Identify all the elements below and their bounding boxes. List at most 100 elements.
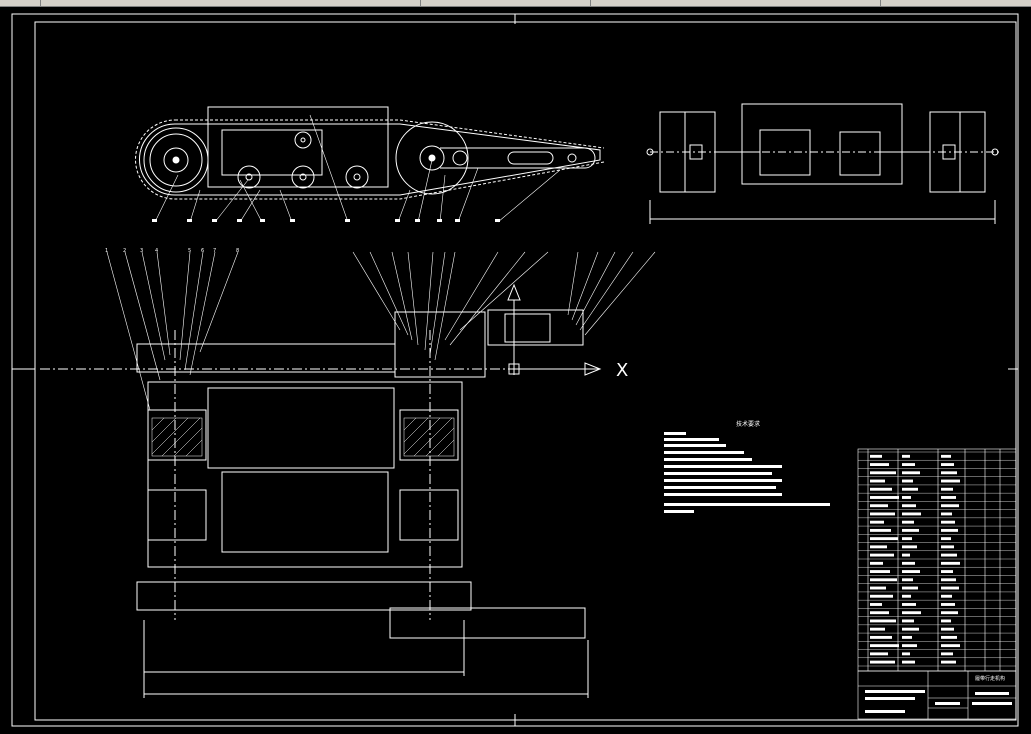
parts-list-cell-text <box>941 454 951 458</box>
parts-list-cell-text <box>902 528 919 532</box>
callout-4: 4 <box>155 248 158 254</box>
parts-list-cell-text <box>941 463 954 466</box>
parts-list-cell-text <box>941 578 956 582</box>
parts-list-cell-text <box>941 660 956 664</box>
parts-list-cell-text <box>902 553 910 557</box>
side-view-leaders <box>154 114 561 223</box>
parts-list-cell-text <box>941 520 955 524</box>
parts-list-cell-text <box>870 496 899 499</box>
parts-list-cell-text <box>870 586 886 590</box>
parts-list-cell-text <box>870 652 888 656</box>
parts-list-cell-text <box>870 611 889 615</box>
parts-list-cell-text <box>902 463 915 466</box>
parts-list-cell-text <box>870 504 888 508</box>
parts-list-cell-text <box>902 578 913 582</box>
parts-list-cell-text <box>941 504 959 508</box>
parts-list-cell-text <box>870 528 891 532</box>
parts-list-cell-text <box>902 487 918 491</box>
parts-list-cell-text <box>941 561 960 565</box>
technical-notes-lines <box>664 432 830 513</box>
technical-notes: 技术要求 <box>664 420 830 513</box>
parts-list-cell-text <box>941 471 957 475</box>
parts-list-cell-text <box>902 570 920 573</box>
parts-list-cell-text <box>941 545 954 549</box>
parts-list-cell-text <box>902 635 912 639</box>
parts-list-cell-text <box>870 553 894 557</box>
parts-list-cell-text <box>902 561 915 565</box>
parts-list-cell-text <box>870 660 895 664</box>
technical-notes-title: 技术要求 <box>736 420 760 428</box>
parts-list-cell-text <box>870 635 892 639</box>
parts-list-cell-text <box>941 479 960 483</box>
parts-list-cell-text <box>870 545 887 549</box>
axis-x-label: X <box>616 360 628 381</box>
toolbar-segment[interactable] <box>590 0 881 6</box>
parts-list-cell-text <box>870 537 898 541</box>
parts-list-cell-text <box>902 479 913 483</box>
parts-list-cell-text <box>902 660 915 664</box>
parts-list-cell-text <box>902 545 917 549</box>
toolbar-segment[interactable] <box>420 0 591 6</box>
parts-list-cell-text <box>870 479 885 483</box>
parts-list-cell-text <box>941 627 954 631</box>
parts-list-cell-text <box>902 586 918 590</box>
parts-list-cell-text <box>902 512 921 516</box>
parts-list-cell-text <box>902 537 912 541</box>
parts-list-cell-text <box>902 611 921 615</box>
parts-list-cell-text <box>870 512 895 516</box>
parts-list-cell-text <box>902 652 910 656</box>
parts-list-cell-text <box>870 471 896 475</box>
parts-list-cell-text <box>941 594 952 598</box>
parts-list-cell-text <box>941 528 958 532</box>
hatched-sections <box>151 417 455 457</box>
side-view-crawler <box>135 106 605 200</box>
toolbar-segment[interactable] <box>40 0 421 6</box>
parts-list-cell-text <box>870 603 882 606</box>
parts-list-cell-text <box>941 570 953 573</box>
callout-7: 7 <box>213 248 216 254</box>
parts-list-cell-text <box>902 504 916 508</box>
parts-list-cell-text <box>941 644 960 648</box>
end-view-vehicle <box>646 103 1000 224</box>
cad-drawing-canvas[interactable]: 1 2 3 4 5 6 7 8 X 技术要求 <box>0 7 1031 734</box>
callout-6: 6 <box>201 248 204 254</box>
parts-list-cell-text <box>941 487 953 491</box>
parts-list-cell-text <box>941 635 957 639</box>
parts-list-cell-text <box>902 627 919 631</box>
parts-list-cell-text <box>870 570 890 573</box>
parts-list-cell-text <box>941 586 959 590</box>
parts-list-cell-text <box>902 603 916 606</box>
drawing-frame <box>11 13 1019 727</box>
parts-list-entries <box>870 454 960 664</box>
parts-list-cell-text <box>941 611 958 615</box>
callout-1: 1 <box>105 248 108 254</box>
parts-list-cell-text <box>870 619 896 623</box>
application-toolbar-strip <box>0 0 1031 7</box>
parts-list-cell-text <box>870 594 893 598</box>
title-block-fill <box>865 690 1012 713</box>
parts-list-cell-text <box>941 496 956 499</box>
parts-list-rows <box>858 451 1016 667</box>
callout-2: 2 <box>123 248 126 254</box>
parts-list-cell-text <box>902 496 911 499</box>
parts-list-cell-text <box>902 644 917 648</box>
side-view-labels <box>152 219 500 222</box>
callout-3: 3 <box>140 248 143 254</box>
parts-list-cell-text <box>870 520 884 524</box>
callout-8: 8 <box>236 248 239 254</box>
parts-list-cell-text <box>870 627 885 631</box>
parts-list-cell-text <box>902 594 911 598</box>
callout-5: 5 <box>188 248 191 254</box>
parts-list-cell-text <box>902 471 920 475</box>
parts-list-cell-text <box>870 561 883 565</box>
parts-list-cell-text <box>902 520 914 524</box>
parts-list-cell-text <box>941 537 951 541</box>
parts-list-cell-text <box>941 553 957 557</box>
plan-view-assembly <box>40 283 602 698</box>
toolbar-segment[interactable] <box>0 0 41 6</box>
title-block-drawing-name: 履带行走机构 <box>975 675 1005 682</box>
parts-list-cell-text <box>941 652 953 656</box>
parts-list-cell-text <box>941 512 952 516</box>
parts-list-cell-text <box>870 454 882 458</box>
parts-list-cell-text <box>870 644 899 648</box>
